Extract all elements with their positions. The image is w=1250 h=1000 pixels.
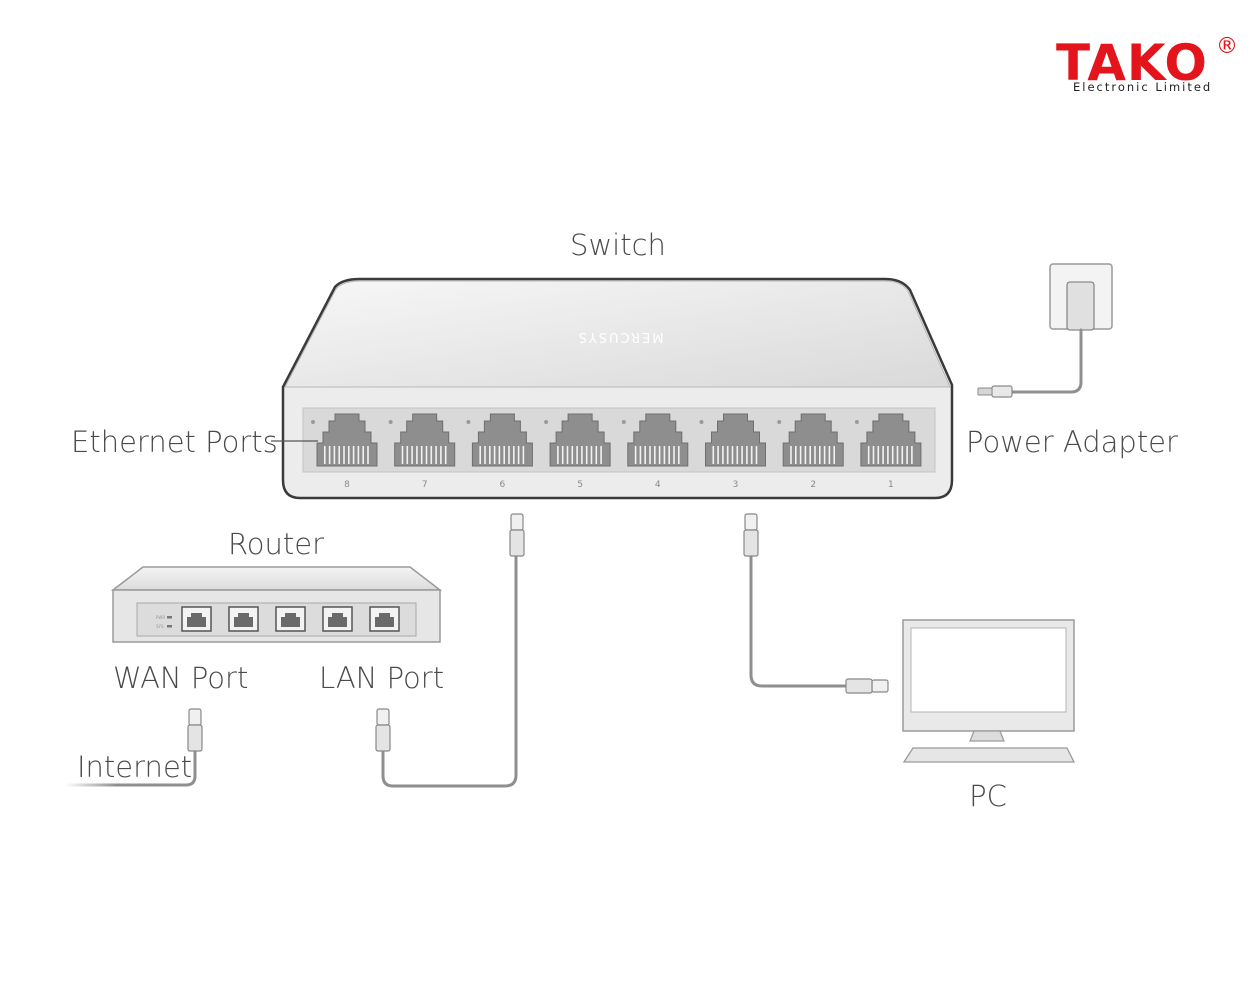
power-connector-tip	[977, 387, 993, 396]
switch-ethernet-port-8	[311, 413, 378, 467]
logo-registered-mark: ®	[1216, 34, 1238, 59]
ethernet-ports-label: Ethernet Ports	[71, 425, 278, 459]
logo-name: TAKO	[1056, 34, 1208, 92]
lan-cable-connector	[375, 708, 391, 752]
switch-ethernet-port-3	[699, 413, 766, 467]
switch-to-pc-cable	[749, 555, 847, 688]
switch-port-number: 5	[577, 480, 583, 490]
router-ethernet-port	[228, 606, 259, 632]
power-connector	[991, 385, 1013, 398]
switch-port-number: 7	[422, 480, 428, 490]
router-label: Router	[228, 527, 324, 561]
power-cable	[1010, 328, 1083, 394]
router-led	[167, 616, 172, 619]
switch-ethernet-port-6	[466, 413, 533, 467]
switch-ethernet-port-5	[544, 413, 611, 467]
adapter-plug	[1066, 281, 1095, 331]
switch-ethernet-port-4	[621, 413, 689, 467]
pc-device	[902, 619, 1076, 763]
internet-label: Internet	[77, 750, 192, 784]
switch-ports: 8 7 6 5 4 3 2 1	[311, 413, 922, 490]
pc-stand	[969, 730, 1005, 742]
wan-cable-connector	[187, 708, 203, 752]
switch-port-number: 2	[810, 480, 816, 490]
router-led	[167, 625, 172, 628]
pc-keyboard	[902, 747, 1076, 763]
lan-to-switch-cable	[381, 554, 518, 788]
switch-label: Switch	[570, 228, 666, 262]
switch-brand: MERCUSYS	[577, 329, 664, 344]
switch-device: MERCUSYS 8 7 6 5 4 3 2 1	[281, 277, 954, 500]
pc-screen	[910, 627, 1067, 713]
router-ethernet-port	[181, 606, 212, 632]
switch-port-number: 3	[733, 480, 739, 490]
router-indicator-pwr: PWR	[156, 615, 165, 620]
logo-subtitle: Electronic Limited	[1073, 80, 1212, 94]
router-top	[110, 566, 443, 591]
power-adapter	[977, 263, 1113, 398]
switch-ethernet-port-2	[777, 413, 844, 467]
switch-top	[284, 280, 951, 388]
router-ports	[181, 606, 400, 632]
wan-port-label: WAN Port	[113, 661, 248, 695]
lan-port-label: LAN Port	[319, 661, 444, 695]
pc-cable-connector	[845, 678, 889, 694]
router-indicator-sys: SYS	[156, 624, 164, 629]
pc-label: PC	[969, 779, 1007, 813]
router-ethernet-port	[322, 606, 353, 632]
switch-ethernet-port-1	[854, 413, 922, 467]
switch-port-number: 1	[888, 480, 894, 490]
switch-port3-cable-connector	[743, 513, 759, 557]
switch-port-number: 6	[500, 480, 506, 490]
switch-port6-cable-connector	[509, 513, 525, 557]
router-device: PWR SYS	[110, 566, 443, 643]
power-adapter-label: Power Adapter	[966, 425, 1178, 459]
switch-port-number: 8	[344, 480, 350, 490]
tako-logo: TAKO ® Electronic Limited	[1056, 34, 1238, 94]
switch-port-number: 4	[655, 480, 661, 490]
router-ethernet-port	[275, 606, 306, 632]
switch-ethernet-port-7	[388, 413, 456, 467]
internet-cable	[63, 750, 197, 787]
router-ethernet-port	[369, 606, 400, 632]
